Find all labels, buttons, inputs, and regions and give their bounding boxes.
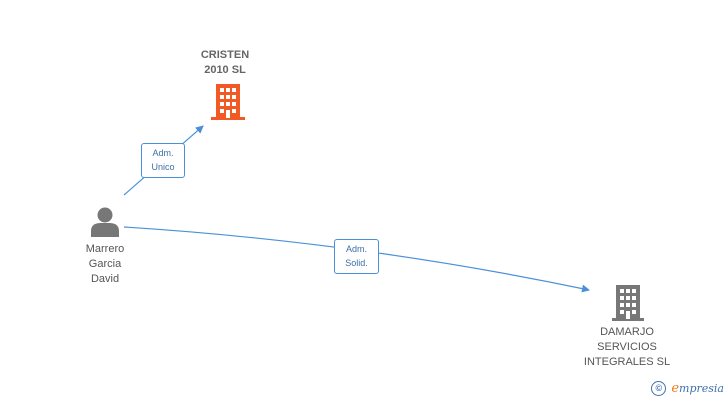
copyright-icon: © [651, 381, 667, 396]
edge-label-line-1: Adm. [152, 148, 174, 158]
person-label[interactable]: Marrero Garcia David [55, 242, 155, 287]
company-name-line-1: DAMARJO [600, 326, 654, 338]
edge-label-line-2: Solid. [345, 258, 368, 268]
company-name-line-2: 2010 SL [204, 64, 246, 76]
company-name-line-3: INTEGRALES SL [583, 356, 671, 368]
company-label-cristen[interactable]: CRISTEN 2010 SL [175, 48, 275, 78]
edge-label-adm-unico[interactable]: Adm. Unico [141, 143, 185, 178]
building-icon[interactable] [211, 84, 245, 120]
company-label-damarjo[interactable]: DAMARJO SERVICIOS INTEGRALES SL [567, 325, 687, 370]
brand-logo: empresia [671, 381, 724, 396]
person-name-line-2: Garcia [88, 258, 122, 270]
company-name-line-1: CRISTEN [200, 49, 250, 61]
edge-label-adm-solid[interactable]: Adm. Solid. [334, 239, 379, 274]
edge-label-line-1: Adm. [345, 244, 367, 254]
person-name-line-1: Marrero [85, 243, 125, 255]
building-icon[interactable] [612, 285, 644, 321]
company-name-line-2: SERVICIOS [597, 341, 657, 353]
edge-label-line-2: Unico [151, 162, 175, 172]
brand-rest: mpresia [679, 382, 724, 395]
empresia-watermark: © empresia [651, 381, 724, 396]
brand-initial: e [671, 381, 680, 396]
person-icon[interactable] [91, 207, 119, 237]
person-name-line-3: David [90, 273, 120, 285]
